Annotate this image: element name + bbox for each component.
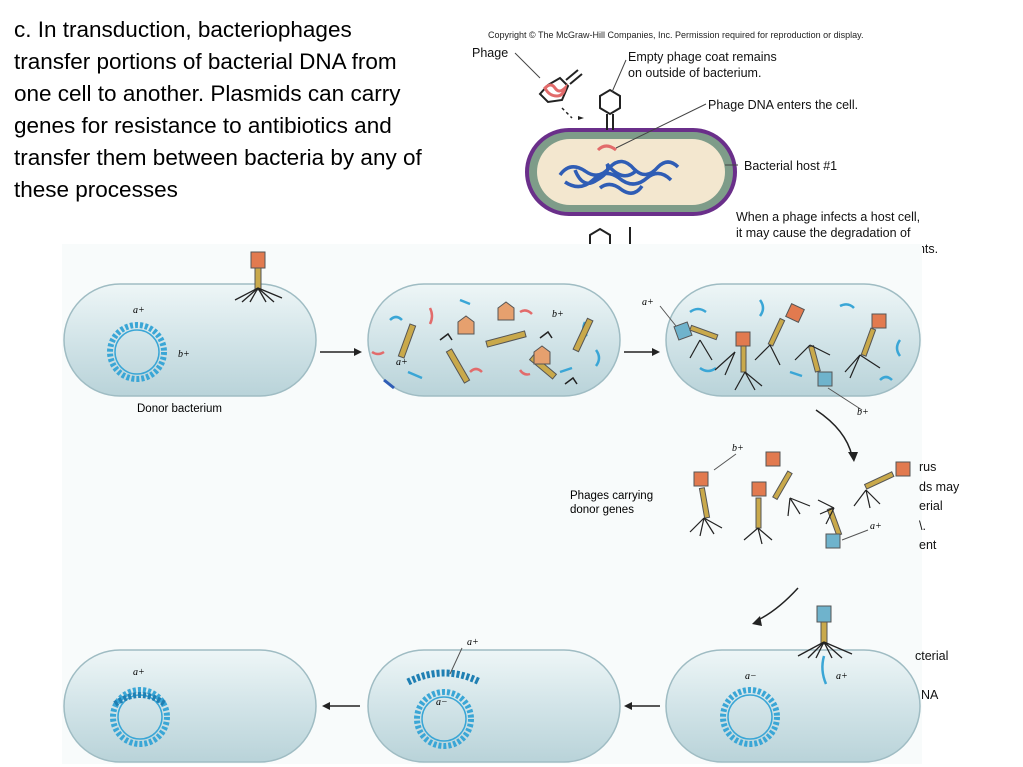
donor-bacterium — [63, 251, 317, 397]
gene-label-a-minus: a− — [745, 671, 757, 682]
phage-icon — [538, 69, 584, 120]
arrow-curve-left — [752, 587, 799, 626]
host-bacterium — [525, 128, 737, 216]
copyright-notice: Copyright © The McGraw-Hill Companies, I… — [488, 30, 864, 40]
cropped-caption-2: cterial — [915, 649, 949, 663]
phages-carrying-label: Phages carrying donor genes — [570, 490, 654, 516]
phage-group — [673, 303, 887, 391]
arrow-right-2 — [624, 348, 660, 356]
arrow-left-1 — [624, 702, 660, 710]
phage-label: Phage — [472, 46, 509, 60]
gene-label-a-plus: a+ — [642, 297, 654, 308]
gene-label-a-plus: a+ — [396, 357, 408, 368]
gene-label-a-plus: a+ — [870, 521, 882, 532]
gene-label-b-plus: b+ — [178, 349, 190, 360]
gene-label-b-plus: b+ — [732, 443, 744, 454]
bacterium-degraded-dna — [367, 283, 621, 397]
donor-bacterium-label: Donor bacterium — [137, 403, 223, 415]
recipient-bacterium-infected — [665, 605, 921, 763]
phage-partial-icon — [589, 227, 631, 247]
gene-label-b-plus: b+ — [552, 309, 564, 320]
arrow-curve-down — [815, 409, 858, 462]
arrow-right-1 — [320, 348, 362, 356]
arrow-left-2 — [322, 702, 360, 710]
cropped-caption-3: NA — [921, 688, 939, 702]
recipient-bacterium-recombination — [367, 647, 621, 763]
gene-label-a-plus: a+ — [133, 667, 145, 678]
gene-label-a-plus: a+ — [836, 671, 848, 682]
slide-body-text: c. In transduction, bacteriophages trans… — [14, 17, 422, 202]
gene-label-b-plus: b+ — [857, 407, 869, 418]
gene-label-a-plus: a+ — [467, 637, 479, 648]
bacterium-new-phages — [659, 283, 921, 411]
gene-label-a-minus: a− — [436, 697, 448, 708]
empty-phage-coat-icon — [599, 88, 621, 130]
cropped-caption: rus ds may erial \. ent — [919, 460, 960, 552]
phage-dna-label: Phage DNA enters the cell. — [708, 98, 859, 112]
gene-label-a-plus: a+ — [133, 305, 145, 316]
empty-coat-label: Empty phage coat remains on outside of b… — [628, 50, 777, 80]
transduced-bacterium — [63, 649, 317, 763]
released-phages — [689, 451, 911, 549]
bacterial-host-label: Bacterial host #1 — [744, 159, 838, 173]
